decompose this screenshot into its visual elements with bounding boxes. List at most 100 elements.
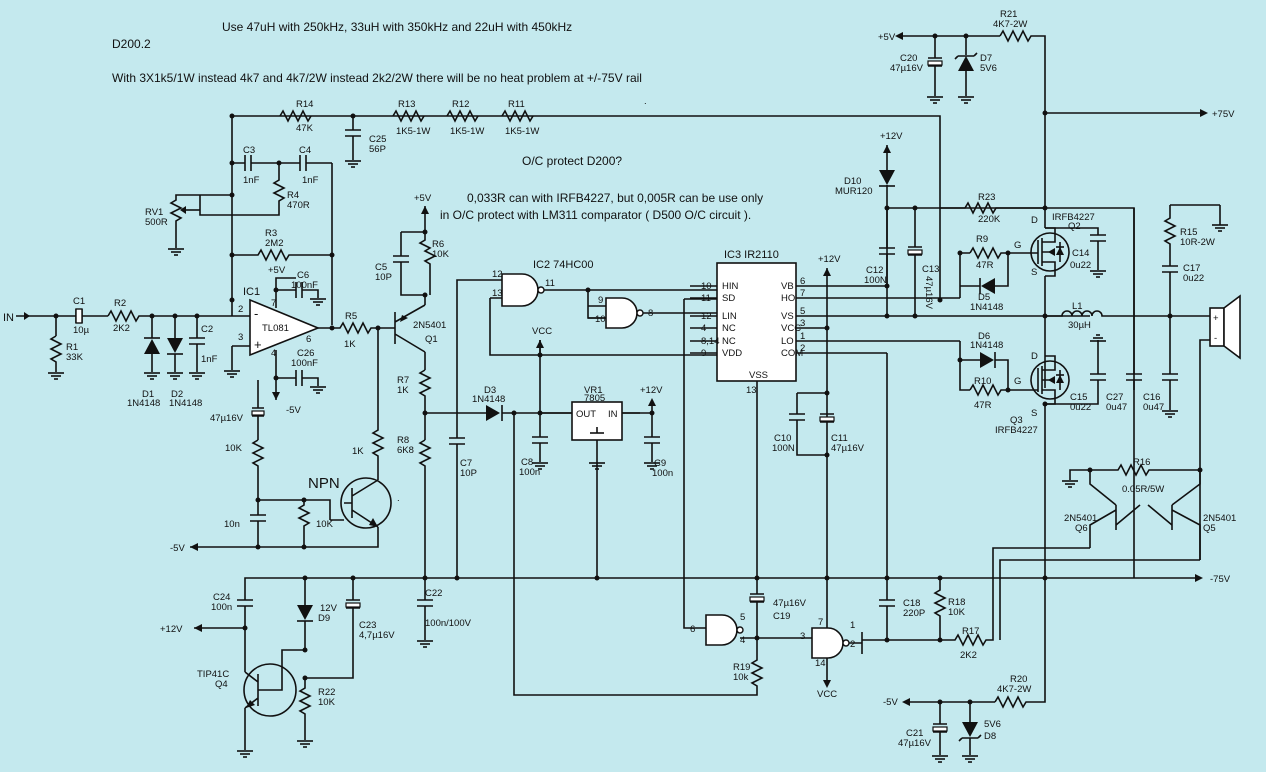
label-c4: C4 [299,145,311,156]
resistor-r16 [1069,463,1200,480]
pin-op-7: 7 [271,298,276,309]
wire [849,632,887,654]
wire [456,279,717,413]
label-c24: C24 [213,592,230,603]
label-r23: R23 [978,192,995,203]
label-q2: Q2 [1068,221,1081,232]
label-c17v: 0u22 [1183,273,1204,284]
label-ic1: IC1 [243,286,260,298]
capacitor-c27 [1126,208,1142,578]
label-d7v: 5V6 [980,63,997,74]
label-r19: R19 [733,662,750,673]
label-r8v: 6K8 [397,445,414,456]
capacitor-c8 [532,413,548,462]
capacitor-c7 [425,412,465,578]
resistor-r4 [199,163,286,216]
label-r21: R21 [1000,9,1017,20]
resistor-r8 [418,439,432,578]
ir-pin-vss: VSS [749,370,768,381]
opamp-ic1 [249,298,321,357]
label-c20: C20 [900,53,917,64]
ir-left-pin-name: NC [722,323,736,334]
label-c3: C3 [243,145,255,156]
label-r22: R22 [318,687,335,698]
label-q2v: IRFB4227 [1052,212,1095,223]
label-r10: R10 [974,376,991,387]
label-q5v: 2N5401 [1203,513,1236,524]
label-r4v: 470R [287,200,310,211]
label-r3: R3 [265,228,277,239]
label-m5v-npn: -5V [170,543,185,554]
mosfet-q3 [1030,360,1070,400]
wire [959,341,1009,391]
label-p12v-q4: +12V [160,624,183,635]
label-vcc-reg: VCC [532,326,552,337]
stray-dot-npn: . [397,493,400,504]
label-c7v: 10P [460,468,477,479]
resistor-r10 [969,383,1038,397]
label-q6v: 2N5401 [1064,513,1097,524]
label-r18v: 10K [948,607,966,618]
pin-g4-1: 1 [850,620,855,631]
label-r8: R8 [397,435,409,446]
nand-gate-ic2c [705,614,738,646]
resistor-r5 [318,321,395,335]
resistor-r19 [513,413,764,696]
note-oc-title: O/C protect D200? [522,154,622,168]
label-r19v: 10k [733,672,749,683]
capacitor-c23 [305,578,360,679]
label-c16: C16 [1143,392,1160,403]
ir-left-pin-name: NC [722,336,736,347]
label-c20v: 47µ16V [890,63,924,74]
diode-d6 [980,352,994,368]
label-r15: R15 [1180,227,1197,238]
label-c22: C22 [425,588,442,599]
opamp-plus: + [254,337,262,352]
label-c22v: 100n/100V [425,618,472,629]
label-r13v: 1K5-1W [396,126,430,137]
label-c11v: 47µ16V [831,443,865,454]
label-r14v: 47K [296,123,314,134]
note-frequency: Use 47uH with 250kHz, 33uH with 350kHz a… [222,20,572,34]
capacitor-c9 [644,413,660,462]
label-p12v-reg: +12V [640,385,663,396]
label-c4v: 1nF [302,175,319,186]
label-c8v: 100n [519,467,540,478]
label-vr1-in: IN [608,409,618,420]
label-q4v: TIP41C [197,669,229,680]
label-c5: C5 [375,262,387,273]
ir-left-pin-name: LIN [722,311,737,322]
label-vr1v: 7805 [584,393,605,404]
label-c23v: 4,7µ16V [359,630,395,641]
label-r1v: 33K [66,352,84,363]
label-c27v: 0u47 [1106,402,1127,413]
label-c13: C13 [922,264,939,275]
wire [190,527,379,548]
ir-right-pin-name: VB [781,281,794,292]
inductor-l1 [1045,310,1200,317]
label-c9: C9 [654,458,666,469]
capacitor-47u-ic1 [252,380,264,440]
label-c7: C7 [460,458,472,469]
label-c10n: 10n [224,519,240,530]
label-ic1-type: TL081 [262,323,289,334]
wire [304,499,344,521]
label-r14: R14 [296,99,313,110]
label-c19: C19 [773,611,790,622]
ir-right-pin-number: 3 [800,318,805,329]
label-r23v: 220K [978,214,1001,225]
resistor-r7 [418,369,432,440]
ir-pin-vss-num: 13 [746,385,757,396]
label-c12v: 100N [864,275,887,286]
speaker-plus: + [1213,313,1219,324]
label-r21v: 4K7-2W [993,19,1027,30]
ir-right-pin-name: COM [781,348,803,359]
diode-d5 [960,253,1009,287]
label-d9: D9 [318,613,330,624]
pin-g2-10: 10 [595,314,606,325]
label-d6: D6 [978,331,990,342]
label-d7: D7 [980,53,992,64]
label-d2: D2 [171,389,183,400]
wire [1199,315,1210,470]
resistor-r17 [887,547,1090,647]
